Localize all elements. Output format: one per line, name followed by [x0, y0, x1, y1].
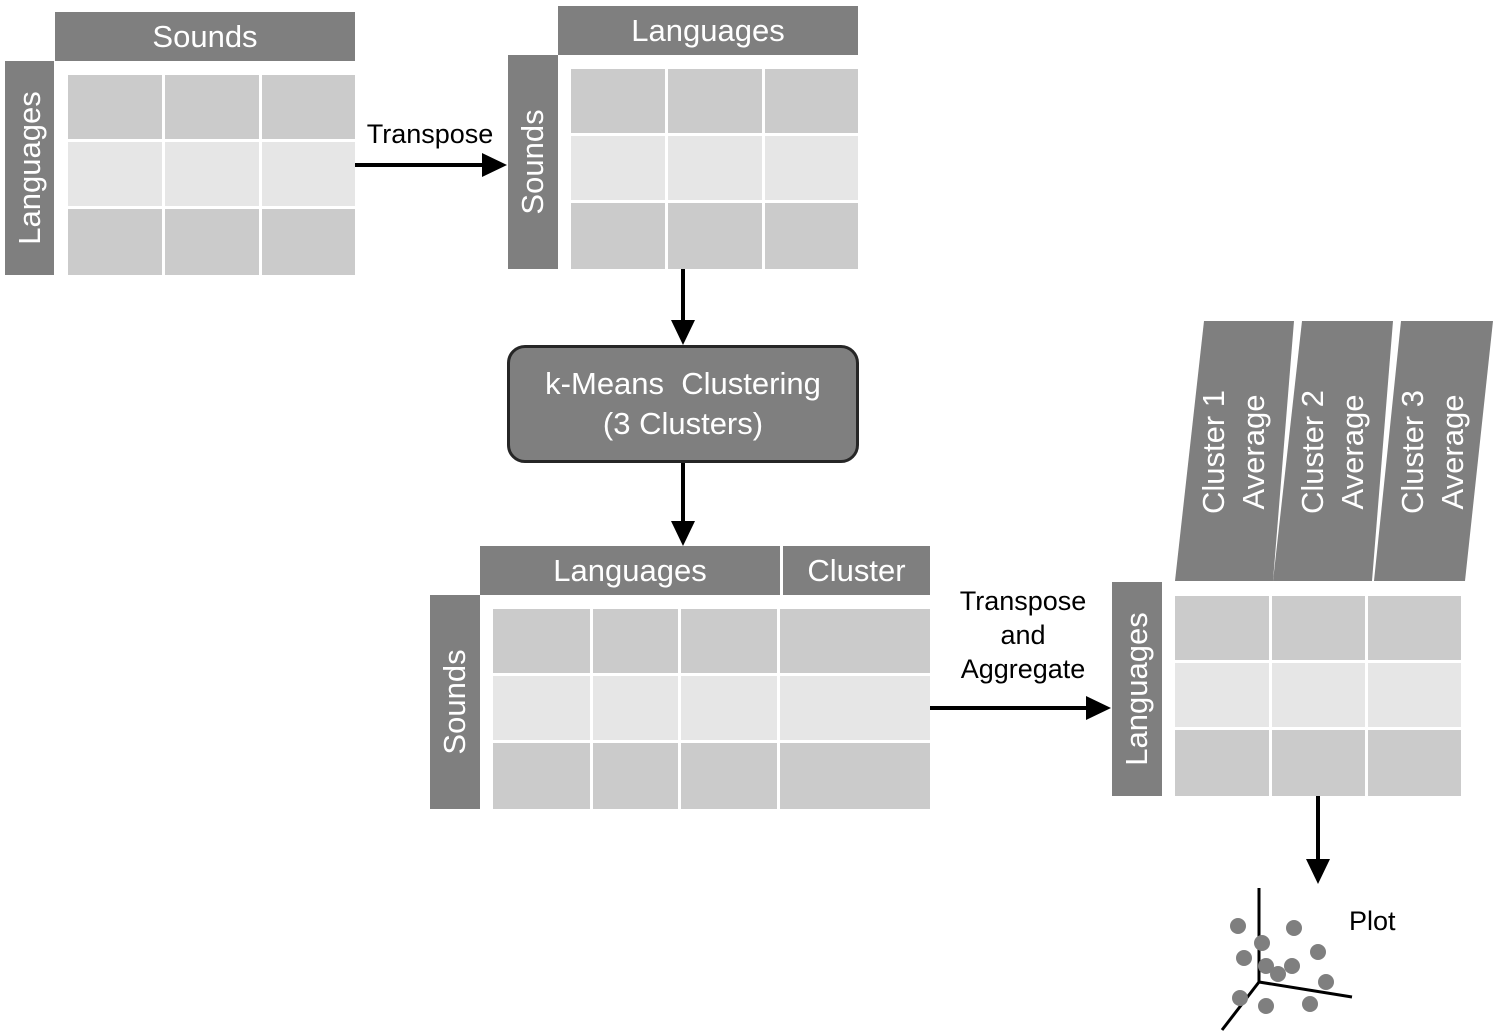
transpose-aggregate-label: Transpose and Aggregate — [945, 584, 1101, 686]
plot-point — [1258, 958, 1274, 974]
table3-cell — [593, 676, 678, 740]
kmeans-clustering-count: (3 Clusters) — [602, 406, 764, 441]
table1-cell — [262, 209, 355, 275]
table3-cell — [593, 609, 678, 673]
kmeans-clustering-title: k-Means Clustering — [545, 366, 821, 401]
plot-point — [1232, 990, 1248, 1006]
table2-cell — [765, 203, 858, 269]
arrow-from-clustering — [671, 463, 695, 546]
table3-top-header: Languages — [480, 546, 780, 595]
table4-cell — [1175, 730, 1269, 796]
table3-cluster-cell — [780, 743, 930, 809]
table1-top-header: Sounds — [55, 12, 355, 61]
table2-cell — [571, 69, 665, 133]
table4-cell — [1368, 730, 1461, 796]
table3-cell — [681, 676, 777, 740]
table4-cell — [1272, 730, 1365, 796]
table1-cell — [262, 142, 355, 206]
plot-point — [1254, 935, 1270, 951]
table3-cell — [493, 743, 590, 809]
plot-icon — [1220, 888, 1353, 1031]
table1-cell — [68, 142, 162, 206]
plot-point — [1284, 958, 1300, 974]
table1-side-header: Languages — [5, 61, 54, 275]
plot-label: Plot — [1349, 906, 1396, 936]
arrow-to-clustering — [671, 269, 695, 345]
table4-grid — [1175, 596, 1461, 796]
table3-side-header: Sounds — [430, 595, 480, 809]
table1-grid — [68, 75, 355, 275]
table4-column-header-3 — [1374, 321, 1493, 581]
table3-cell — [593, 743, 678, 809]
table1-cell — [165, 142, 259, 206]
transpose-aggregate-line3: Aggregate — [960, 654, 1086, 684]
table1-cell — [68, 209, 162, 275]
arrow-transpose — [355, 153, 507, 177]
plot-point — [1230, 918, 1246, 934]
table3-cluster-header: Cluster — [783, 546, 930, 595]
table2-grid — [571, 69, 858, 269]
table3-grid — [493, 609, 930, 809]
table3-cell — [681, 743, 777, 809]
table4-cell — [1175, 596, 1269, 660]
table4-cell — [1368, 596, 1461, 660]
table3-cell — [493, 676, 590, 740]
table4-cell — [1368, 663, 1461, 727]
plot-point — [1236, 950, 1252, 966]
transpose-label: Transpose — [366, 119, 494, 149]
plot-point — [1258, 998, 1274, 1014]
table3-cell — [681, 609, 777, 673]
table4-cell — [1272, 596, 1365, 660]
plot-point — [1270, 966, 1286, 982]
table4-cell — [1175, 663, 1269, 727]
table4-cell — [1272, 663, 1365, 727]
table1-cell — [68, 75, 162, 139]
transpose-aggregate-line1: Transpose — [959, 586, 1087, 616]
table4-column-header-2 — [1273, 321, 1393, 581]
plot-point — [1310, 944, 1326, 960]
table2-cell — [765, 69, 858, 133]
table1-cell — [262, 75, 355, 139]
table1-cell — [165, 75, 259, 139]
plot-point — [1318, 974, 1334, 990]
plot-point — [1286, 920, 1302, 936]
plot-points — [1230, 918, 1334, 1014]
table2-cell — [668, 69, 762, 133]
arrow-transpose-aggregate — [930, 696, 1111, 720]
table2-side-header: Sounds — [508, 55, 558, 269]
table2-cell — [765, 136, 858, 200]
table2-cell — [571, 203, 665, 269]
table2-cell — [668, 203, 762, 269]
table3-cluster-cell — [780, 609, 930, 673]
table2-cell — [571, 136, 665, 200]
arrow-to-plot — [1306, 796, 1330, 884]
table3-cluster-cell — [780, 676, 930, 740]
table1-cell — [165, 209, 259, 275]
plot-point — [1302, 996, 1318, 1012]
table3-cell — [493, 609, 590, 673]
table2-top-header: Languages — [558, 6, 858, 55]
kmeans-clustering-box: k-Means Clustering (3 Clusters) — [507, 345, 859, 463]
table4-column-header-1 — [1175, 321, 1294, 581]
table2-cell — [668, 136, 762, 200]
transpose-aggregate-line2: and — [1000, 620, 1046, 650]
table4-side-header: Languages — [1112, 582, 1162, 796]
